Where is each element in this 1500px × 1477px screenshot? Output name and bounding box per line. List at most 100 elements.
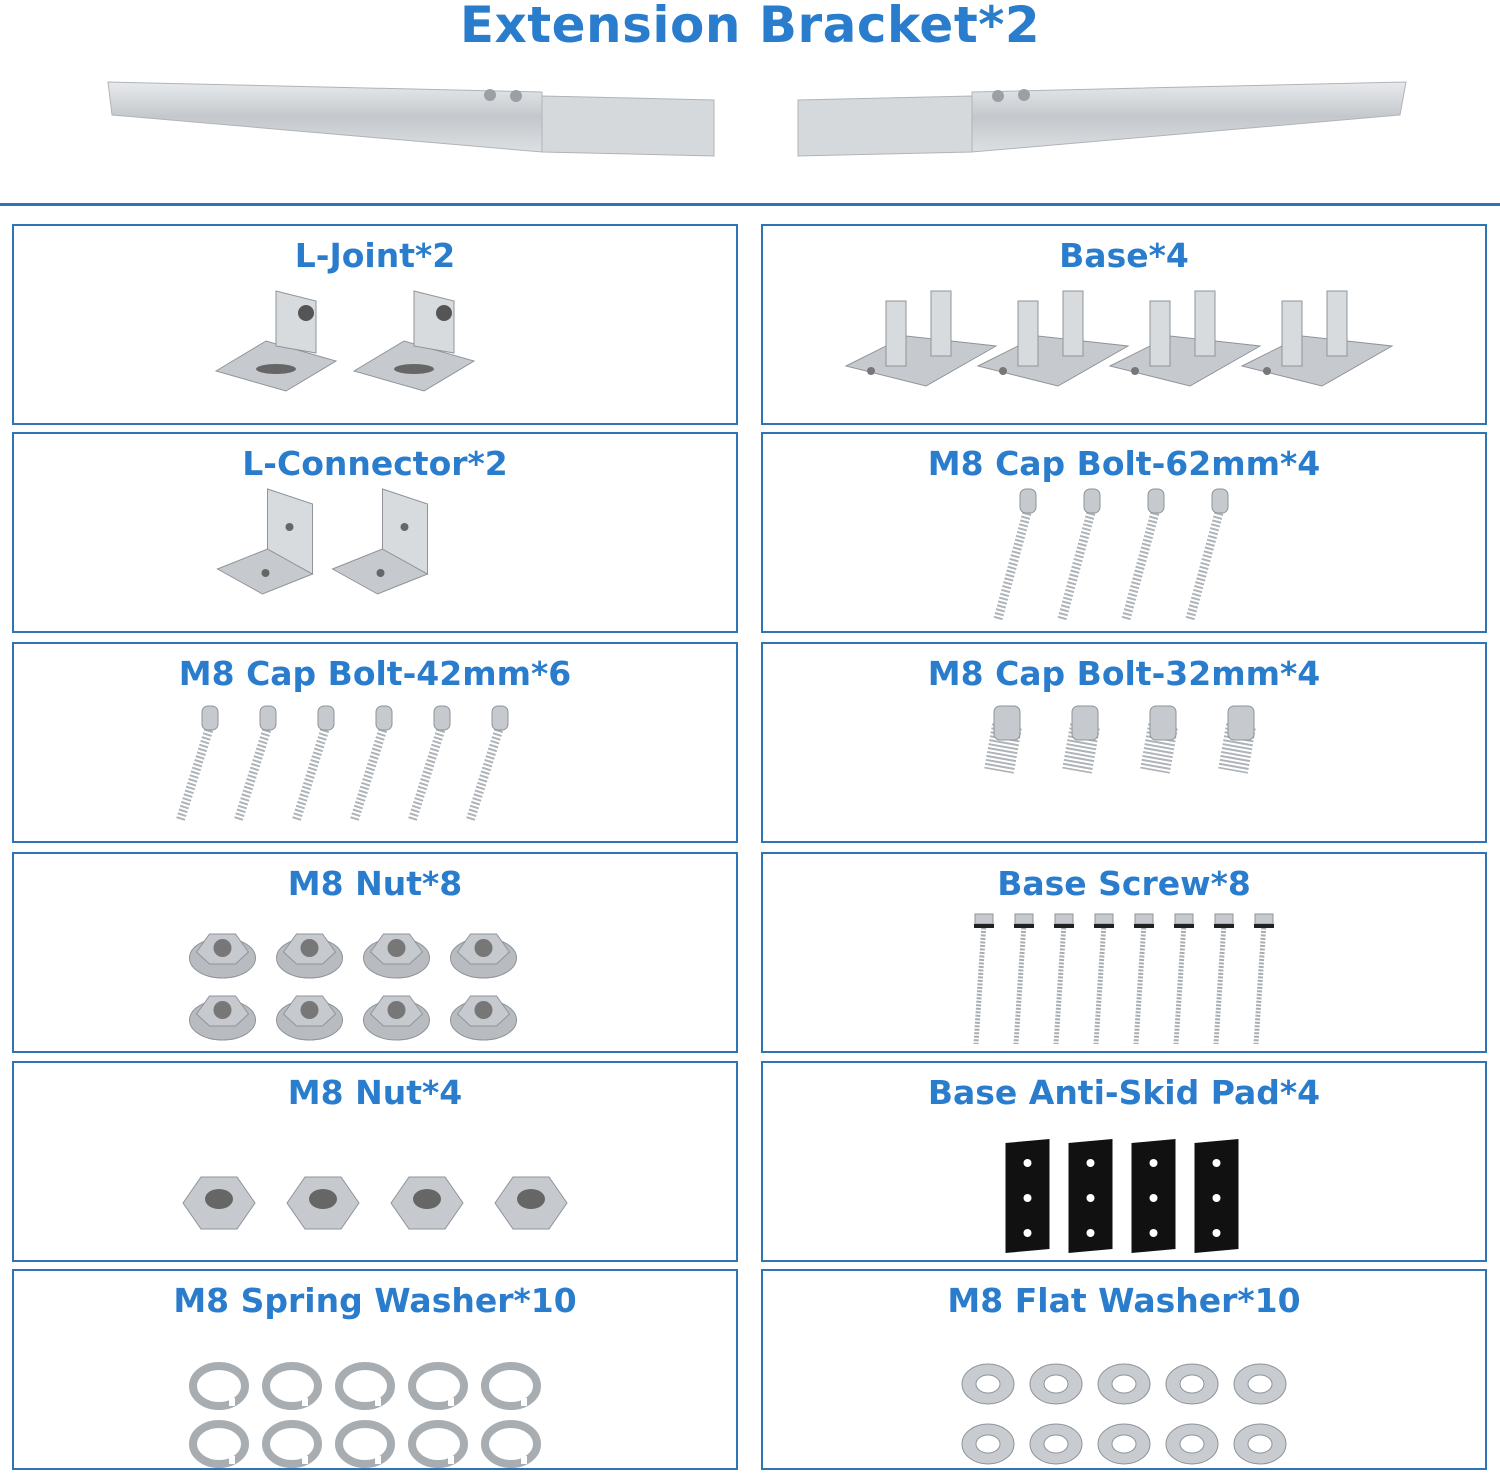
pad-icon bbox=[1005, 1139, 1239, 1253]
bolt-medium-item bbox=[175, 705, 219, 823]
part-cell-flat-washer: M8 Flat Washer*10 bbox=[761, 1269, 1487, 1470]
l-joint-item bbox=[214, 290, 338, 392]
spring-washer-item bbox=[335, 1420, 395, 1468]
screw-item bbox=[1253, 913, 1274, 1045]
base-icon bbox=[844, 290, 1394, 387]
part-cell-screw: Base Screw*8 bbox=[761, 852, 1487, 1053]
bolt-medium-item bbox=[233, 705, 277, 823]
hex-nut-item bbox=[494, 1176, 568, 1230]
part-cell-pad: Base Anti-Skid Pad*4 bbox=[761, 1061, 1487, 1262]
part-label: M8 Cap Bolt-42mm*6 bbox=[178, 654, 572, 693]
part-label: M8 Nut*4 bbox=[287, 1073, 463, 1112]
flat-washer-item bbox=[1029, 1363, 1083, 1405]
part-cell-l-joint: L-Joint*2 bbox=[12, 224, 738, 425]
spring-washer-item bbox=[262, 1362, 322, 1410]
extension-bracket-left bbox=[107, 81, 715, 157]
bolt-short-item bbox=[984, 705, 1022, 774]
flange-nut-item bbox=[276, 995, 343, 1041]
extension-bracket-image bbox=[107, 81, 1407, 157]
flange-nut-icon bbox=[189, 933, 517, 1041]
part-cell-bolt-medium: M8 Cap Bolt-42mm*6 bbox=[12, 642, 738, 843]
spring-washer-item bbox=[408, 1362, 468, 1410]
flat-washer-item bbox=[1029, 1423, 1083, 1465]
part-cell-l-connector: L-Connector*2 bbox=[12, 432, 738, 633]
part-label: M8 Cap Bolt-62mm*4 bbox=[927, 444, 1321, 483]
bolt-short-icon bbox=[984, 705, 1256, 774]
flange-nut-item bbox=[363, 995, 430, 1041]
spring-washer-item bbox=[262, 1420, 322, 1468]
flat-washer-item bbox=[1233, 1423, 1287, 1465]
spring-washer-item bbox=[481, 1420, 541, 1468]
flange-nut-item bbox=[276, 933, 343, 979]
screw-item bbox=[1173, 913, 1194, 1045]
base-item bbox=[976, 290, 1130, 387]
flat-washer-item bbox=[1165, 1423, 1219, 1465]
bolt-long-item bbox=[1121, 488, 1165, 621]
pad-item bbox=[1068, 1139, 1113, 1253]
screw-item bbox=[1013, 913, 1034, 1045]
part-label: M8 Nut*8 bbox=[287, 864, 463, 903]
part-cell-hex-nut: M8 Nut*4 bbox=[12, 1061, 738, 1262]
l-connector-item bbox=[331, 488, 429, 595]
part-cell-base: Base*4 bbox=[761, 224, 1487, 425]
spring-washer-item bbox=[189, 1420, 249, 1468]
part-cell-bolt-long: M8 Cap Bolt-62mm*4 bbox=[761, 432, 1487, 633]
bolt-medium-icon bbox=[175, 705, 509, 823]
bolt-short-item bbox=[1218, 705, 1256, 774]
part-cell-flange-nut: M8 Nut*8 bbox=[12, 852, 738, 1053]
screw-item bbox=[1093, 913, 1114, 1045]
spring-washer-icon bbox=[189, 1362, 541, 1468]
bolt-medium-item bbox=[465, 705, 509, 823]
bolt-medium-item bbox=[407, 705, 451, 823]
flat-washer-item bbox=[961, 1363, 1015, 1405]
screw-item bbox=[1053, 913, 1074, 1045]
bolt-long-item bbox=[1057, 488, 1101, 621]
flange-nut-item bbox=[450, 933, 517, 979]
l-connector-icon bbox=[216, 488, 429, 595]
part-label: Base Screw*8 bbox=[997, 864, 1251, 903]
l-joint-item bbox=[352, 290, 476, 392]
screw-icon bbox=[973, 913, 1274, 1045]
screw-item bbox=[1213, 913, 1234, 1045]
part-cell-bolt-short: M8 Cap Bolt-32mm*4 bbox=[761, 642, 1487, 843]
bolt-short-item bbox=[1140, 705, 1178, 774]
flat-washer-item bbox=[1097, 1363, 1151, 1405]
base-item bbox=[844, 290, 998, 387]
page-title: Extension Bracket*2 bbox=[459, 0, 1041, 54]
flat-washer-item bbox=[961, 1423, 1015, 1465]
spring-washer-item bbox=[189, 1362, 249, 1410]
pad-item bbox=[1005, 1139, 1050, 1253]
bolt-long-item bbox=[993, 488, 1037, 621]
part-label: M8 Cap Bolt-32mm*4 bbox=[927, 654, 1321, 693]
flat-washer-item bbox=[1233, 1363, 1287, 1405]
divider bbox=[0, 203, 1500, 206]
bolt-long-item bbox=[1185, 488, 1229, 621]
base-item bbox=[1240, 290, 1394, 387]
part-cell-spring-washer: M8 Spring Washer*10 bbox=[12, 1269, 738, 1470]
extension-bracket-right bbox=[797, 81, 1407, 157]
part-label: L-Connector*2 bbox=[242, 444, 508, 483]
screw-item bbox=[1133, 913, 1154, 1045]
l-joint-icon bbox=[214, 290, 476, 392]
flange-nut-item bbox=[189, 995, 256, 1041]
bolt-short-item bbox=[1062, 705, 1100, 774]
flat-washer-item bbox=[1097, 1423, 1151, 1465]
part-label: L-Joint*2 bbox=[294, 236, 456, 275]
bolt-medium-item bbox=[291, 705, 335, 823]
flange-nut-item bbox=[363, 933, 430, 979]
part-label: Base Anti-Skid Pad*4 bbox=[927, 1073, 1321, 1112]
part-label: M8 Flat Washer*10 bbox=[947, 1281, 1301, 1320]
flange-nut-item bbox=[450, 995, 517, 1041]
pad-item bbox=[1194, 1139, 1239, 1253]
spring-washer-item bbox=[481, 1362, 541, 1410]
flange-nut-item bbox=[189, 933, 256, 979]
hex-nut-item bbox=[390, 1176, 464, 1230]
bolt-long-icon bbox=[993, 488, 1229, 621]
hex-nut-item bbox=[182, 1176, 256, 1230]
spring-washer-item bbox=[408, 1420, 468, 1468]
part-label: Base*4 bbox=[1059, 236, 1189, 275]
hex-nut-item bbox=[286, 1176, 360, 1230]
bolt-medium-item bbox=[349, 705, 393, 823]
pad-item bbox=[1131, 1139, 1176, 1253]
screw-item bbox=[973, 913, 994, 1045]
